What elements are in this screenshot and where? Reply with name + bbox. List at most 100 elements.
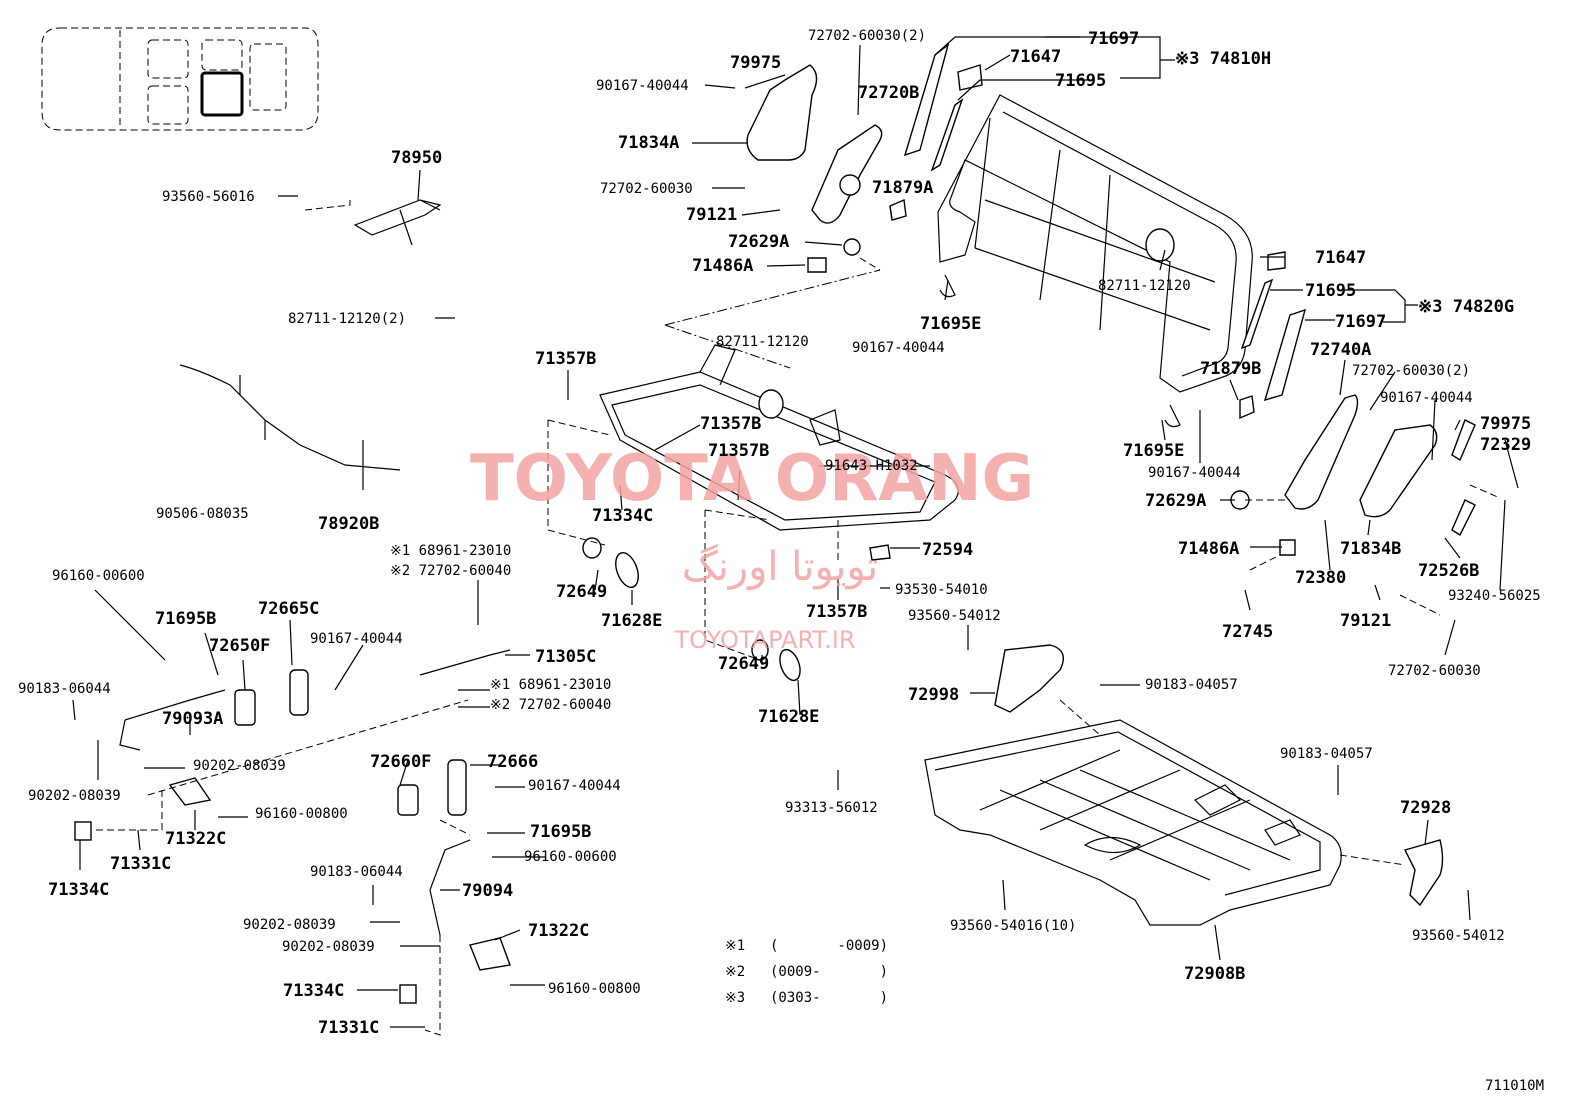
part-label[interactable]: 72908B: [1184, 964, 1245, 984]
part-label[interactable]: 71879A: [872, 178, 933, 198]
part-label[interactable]: 72720B: [858, 83, 919, 103]
part-label[interactable]: 90202-08039: [243, 917, 336, 933]
part-label[interactable]: 71357B: [700, 414, 761, 434]
part-label[interactable]: 71695B: [155, 609, 216, 629]
part-label[interactable]: 90183-04057: [1280, 746, 1373, 762]
part-label[interactable]: 71628E: [601, 611, 662, 631]
part-label[interactable]: 71834B: [1340, 539, 1401, 559]
part-label[interactable]: 93560-54016(10): [950, 918, 1076, 934]
part-label[interactable]: 72998: [908, 685, 959, 705]
part-label[interactable]: 71334C: [283, 981, 344, 1001]
part-label[interactable]: 93560-54012: [908, 608, 1001, 624]
part-label[interactable]: 72629A: [1145, 491, 1206, 511]
part-label[interactable]: 71305C: [535, 647, 596, 667]
part-label[interactable]: 71695B: [530, 822, 591, 842]
part-label[interactable]: 90202-08039: [193, 758, 286, 774]
part-label[interactable]: 93560-54012: [1412, 928, 1505, 944]
part-label[interactable]: 71334C: [48, 880, 109, 900]
part-label[interactable]: 71695E: [1123, 441, 1184, 461]
part-label[interactable]: 71322C: [165, 829, 226, 849]
part-label[interactable]: 72665C: [258, 599, 319, 619]
part-label[interactable]: 79093A: [162, 709, 223, 729]
part-label[interactable]: 72740A: [1310, 340, 1371, 360]
part-label[interactable]: 72649: [556, 582, 607, 602]
part-label[interactable]: 78950: [391, 148, 442, 168]
part-label[interactable]: 71647: [1010, 47, 1061, 67]
part-label[interactable]: 82711-12120(2): [288, 311, 406, 327]
part-label[interactable]: 93240-56025: [1448, 588, 1541, 604]
part-label[interactable]: 72329: [1480, 435, 1531, 455]
part-label[interactable]: 90183-06044: [18, 681, 111, 697]
seat-back-frame: [937, 94, 1253, 393]
part-label[interactable]: 90167-40044: [1148, 465, 1241, 481]
part-label[interactable]: 72702-60030(2): [808, 28, 926, 44]
part-label[interactable]: 90167-40044: [596, 78, 689, 94]
part-label[interactable]: 72702-60030: [1388, 663, 1481, 679]
part-label[interactable]: ※1 68961-23010: [390, 543, 511, 559]
part-label[interactable]: 72745: [1222, 622, 1273, 642]
part-label[interactable]: 71357B: [806, 602, 867, 622]
part-label[interactable]: 71628E: [758, 707, 819, 727]
part-label[interactable]: 71334C: [592, 506, 653, 526]
part-label[interactable]: 79121: [1340, 611, 1391, 631]
part-label[interactable]: 71647: [1315, 248, 1366, 268]
part-label[interactable]: 91643-H1032: [825, 458, 918, 474]
leader-lines: [72, 36, 1519, 1036]
part-label[interactable]: ※1 68961-23010: [490, 677, 611, 693]
part-label[interactable]: 72928: [1400, 798, 1451, 818]
watermark-persian: تویوتا اورنگ: [682, 544, 878, 590]
part-label[interactable]: 90167-40044: [1380, 390, 1473, 406]
part-label[interactable]: 71697: [1088, 29, 1139, 49]
part-label[interactable]: 71695: [1305, 281, 1356, 301]
part-label[interactable]: 90167-40044: [310, 631, 403, 647]
part-label[interactable]: 71834A: [618, 133, 679, 153]
part-label[interactable]: 71697: [1335, 312, 1386, 332]
part-label[interactable]: 79094: [462, 881, 513, 901]
part-label[interactable]: 71879B: [1200, 359, 1261, 379]
part-label[interactable]: 71357B: [708, 441, 769, 461]
part-label[interactable]: 96160-00800: [548, 981, 641, 997]
part-label[interactable]: 93530-54010: [895, 582, 988, 598]
part-label[interactable]: 96160-00600: [52, 568, 145, 584]
part-label[interactable]: 71695: [1055, 71, 1106, 91]
part-label[interactable]: 90183-06044: [310, 864, 403, 880]
part-label[interactable]: 90167-40044: [528, 778, 621, 794]
part-label[interactable]: 71695E: [920, 314, 981, 334]
part-label[interactable]: 72526B: [1418, 561, 1479, 581]
part-label[interactable]: 90202-08039: [28, 788, 121, 804]
part-label[interactable]: 93313-56012: [785, 800, 878, 816]
part-label[interactable]: 72650F: [209, 636, 270, 656]
part-label[interactable]: 71331C: [110, 854, 171, 874]
part-label[interactable]: 71331C: [318, 1018, 379, 1038]
part-label[interactable]: 72702-60030(2): [1352, 363, 1470, 379]
part-label[interactable]: ※2 72702-60040: [390, 563, 511, 579]
part-label[interactable]: 96160-00800: [255, 806, 348, 822]
part-label[interactable]: 93560-56016: [162, 189, 255, 205]
part-label[interactable]: 72666: [487, 752, 538, 772]
part-label[interactable]: 90167-40044: [852, 340, 945, 356]
part-label[interactable]: 82711-12120: [1098, 278, 1191, 294]
part-label[interactable]: 90202-08039: [282, 939, 375, 955]
part-label[interactable]: 71486A: [1178, 539, 1239, 559]
part-label[interactable]: 96160-00600: [524, 849, 617, 865]
part-label[interactable]: 71322C: [528, 921, 589, 941]
part-label[interactable]: 72629A: [728, 232, 789, 252]
part-label[interactable]: 79975: [1480, 414, 1531, 434]
part-label[interactable]: 72649: [718, 654, 769, 674]
part-label[interactable]: 72660F: [370, 752, 431, 772]
part-label[interactable]: 78920B: [318, 514, 379, 534]
part-label[interactable]: 82711-12120: [716, 334, 809, 350]
part-label[interactable]: ※3 74810H: [1175, 49, 1271, 69]
part-label[interactable]: 72380: [1295, 568, 1346, 588]
part-label[interactable]: 90506-08035: [156, 506, 249, 522]
part-label[interactable]: 72702-60030: [600, 181, 693, 197]
part-label[interactable]: 79975: [730, 53, 781, 73]
part-label[interactable]: ※3 74820G: [1418, 297, 1514, 317]
part-label[interactable]: 71486A: [692, 256, 753, 276]
part-label[interactable]: 71357B: [535, 349, 596, 369]
part-label[interactable]: 79121: [686, 205, 737, 225]
part-label[interactable]: ※2 72702-60040: [490, 697, 611, 713]
note-mark: ※1: [725, 938, 745, 954]
part-label[interactable]: 72594: [922, 540, 973, 560]
part-label[interactable]: 90183-04057: [1145, 677, 1238, 693]
